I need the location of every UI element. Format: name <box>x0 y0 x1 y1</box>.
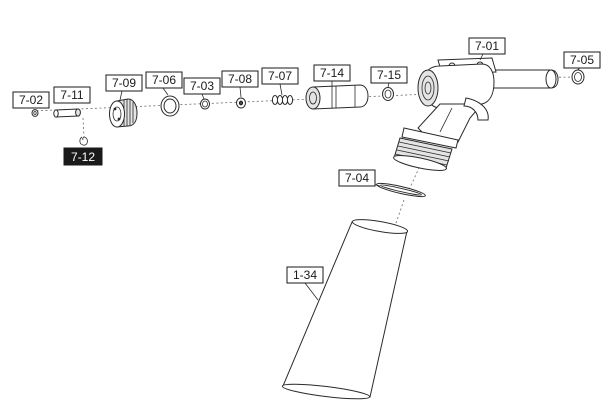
label-7-06-text: 7-06 <box>152 73 176 87</box>
label-1-34-text: 1-34 <box>293 268 317 282</box>
label-7-05-text: 7-05 <box>570 53 594 67</box>
label-7-05: 7-05 <box>563 51 601 69</box>
label-7-15-text: 7-15 <box>377 68 401 82</box>
part-7-11-pin <box>53 108 81 118</box>
part-7-15-o-ring <box>382 87 394 101</box>
part-7-04-seal-ring <box>376 182 426 198</box>
label-7-06: 7-06 <box>145 71 183 89</box>
label-7-02-text: 7-02 <box>19 93 43 107</box>
part-7-08-washer <box>236 97 246 109</box>
part-7-06-o-ring <box>160 95 180 117</box>
label-7-11: 7-11 <box>53 86 91 104</box>
part-7-12-clip <box>79 136 88 146</box>
label-7-14: 7-14 <box>313 64 351 82</box>
part-1-34-cylinder <box>281 219 409 400</box>
label-7-01-text: 7-01 <box>475 39 499 53</box>
part-7-05-o-ring <box>571 69 585 85</box>
part-7-03-o-ring <box>200 98 210 110</box>
label-7-04-text: 7-04 <box>345 171 369 185</box>
label-7-14-text: 7-14 <box>320 66 344 80</box>
label-7-08-text: 7-08 <box>228 72 252 86</box>
label-7-03: 7-03 <box>183 77 221 95</box>
label-7-15: 7-15 <box>370 66 408 84</box>
label-7-12-text: 7-12 <box>71 150 95 164</box>
label-7-04: 7-04 <box>338 169 376 187</box>
label-1-34: 1-34 <box>286 266 324 284</box>
label-7-03-text: 7-03 <box>190 79 214 93</box>
label-7-02: 7-02 <box>12 91 50 109</box>
label-7-11-text: 7-11 <box>60 88 83 102</box>
label-7-09: 7-09 <box>105 74 143 92</box>
label-7-09-text: 7-09 <box>112 76 136 90</box>
label-7-07-text: 7-07 <box>268 69 292 83</box>
part-7-09-threaded-plug <box>109 98 138 128</box>
part-7-14-valve-body <box>305 84 369 110</box>
label-7-07: 7-07 <box>261 67 299 85</box>
assembly-axis-lines <box>31 76 583 227</box>
part-7-02-washer <box>31 109 39 117</box>
label-7-12: 7-12 <box>63 147 103 166</box>
label-7-08: 7-08 <box>221 70 259 88</box>
part-7-07-spring <box>271 95 294 105</box>
label-7-01: 7-01 <box>468 37 506 55</box>
part-7-01-manifold-body <box>393 57 559 171</box>
